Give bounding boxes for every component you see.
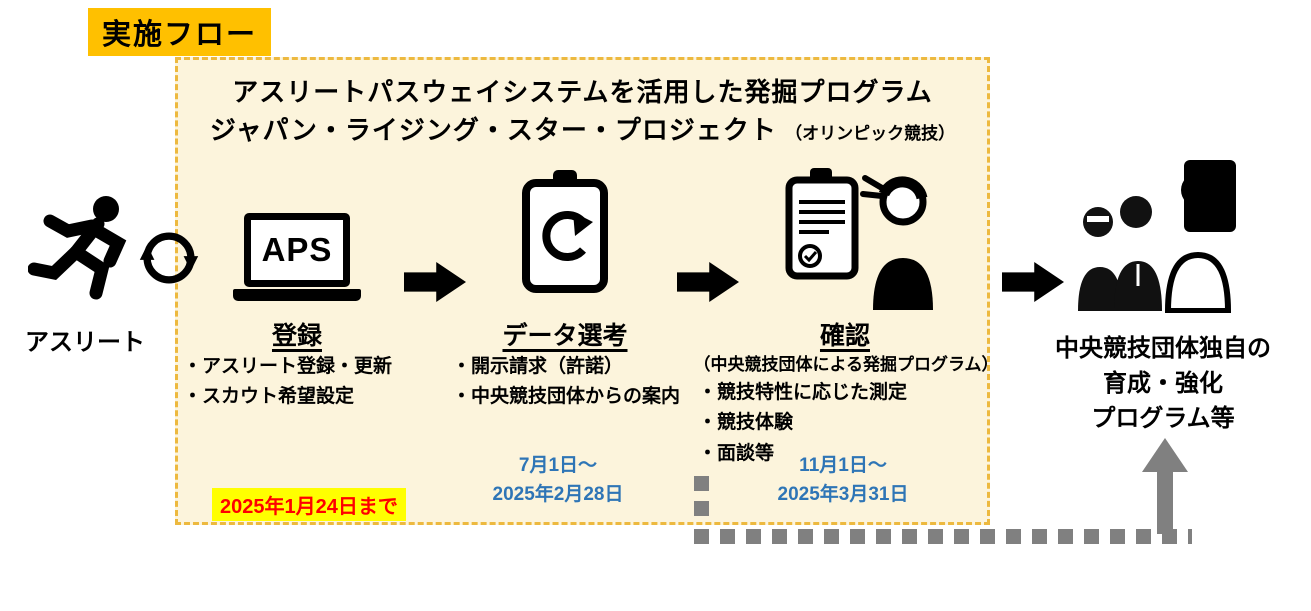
outcome-line: 育成・強化 [1103,369,1223,397]
stage-confirmation-bullets: ・競技特性に応じた測定 ・競技体験 ・面談等 [698,378,907,469]
aps-label: APS [261,231,333,268]
outcome-line: 中央競技団体独自の [1055,335,1271,362]
period-line: 2025年2月28日 [492,483,624,505]
program-title-line1: アスリートパスウェイシステムを活用した発掘プログラム [232,77,933,107]
period-line: 2025年3月31日 [777,483,909,505]
bullet-item: ・競技体験 [698,412,794,434]
data-selection-period: 7月1日～ 2025年2月28日 [478,452,638,509]
period-line: 7月1日～ [518,455,598,476]
outcome-text: 中央競技団体独自の 育成・強化 プログラム等 [1040,332,1286,436]
stage-confirmation-title: 確認 [819,322,870,350]
registration-deadline: 2025年1月24日まで [212,488,406,521]
stage-registration-title: 登録 [271,322,322,350]
program-title-line2-note: （オリンピック競技） [785,124,956,143]
confirmation-subtitle: （中央競技団体による発掘プログラム） [693,355,999,374]
athlete-label: アスリート [25,329,145,356]
stage-registration-bullets: ・アスリート登録・更新 ・スカウト希望設定 [183,352,392,413]
laptop-aps-icon: APS [233,213,361,301]
laptop-base [233,289,361,301]
bullet-item: ・スカウト希望設定 [183,386,355,408]
feedback-up-arrow-icon [1142,438,1188,472]
dashed-feedback-arrow-vertical [694,476,709,516]
laptop-screen: APS [244,213,350,287]
stage-data-selection-title: データ選考 [502,322,628,350]
coaches-group-icon [1076,158,1241,318]
bullet-item: ・アスリート登録・更新 [183,356,393,377]
clipboard-refresh-icon [518,168,612,301]
dashed-feedback-arrow-horizontal [694,529,1192,544]
period-line: 11月1日～ [799,455,887,476]
athlete-runner-icon [27,192,143,322]
flow-arrow-icon [1002,262,1064,302]
bullet-item: ・面談等 [698,442,775,464]
page-title: 実施フロー [88,8,272,56]
stage-data-selection-bullets: ・開示請求（許諾） ・中央競技団体からの案内 [452,352,680,413]
bullet-item: ・競技特性に応じた測定 [698,382,908,403]
feedback-up-arrow-stem [1157,470,1173,534]
confirmation-period: 11月1日～ 2025年3月31日 [758,452,928,509]
program-title-line2: ジャパン・ライジング・スター・プロジェクト （オリンピック競技） [185,110,980,147]
bullet-item: ・開示請求（許諾） [452,356,624,377]
document-examiner-icon [783,162,943,317]
sync-arrows-icon [138,227,200,294]
bullet-item: ・中央競技団体からの案内 [452,386,681,408]
outcome-line: プログラム等 [1091,404,1235,432]
program-title-line2-main: ジャパン・ライジング・スター・プロジェクト [209,115,777,145]
